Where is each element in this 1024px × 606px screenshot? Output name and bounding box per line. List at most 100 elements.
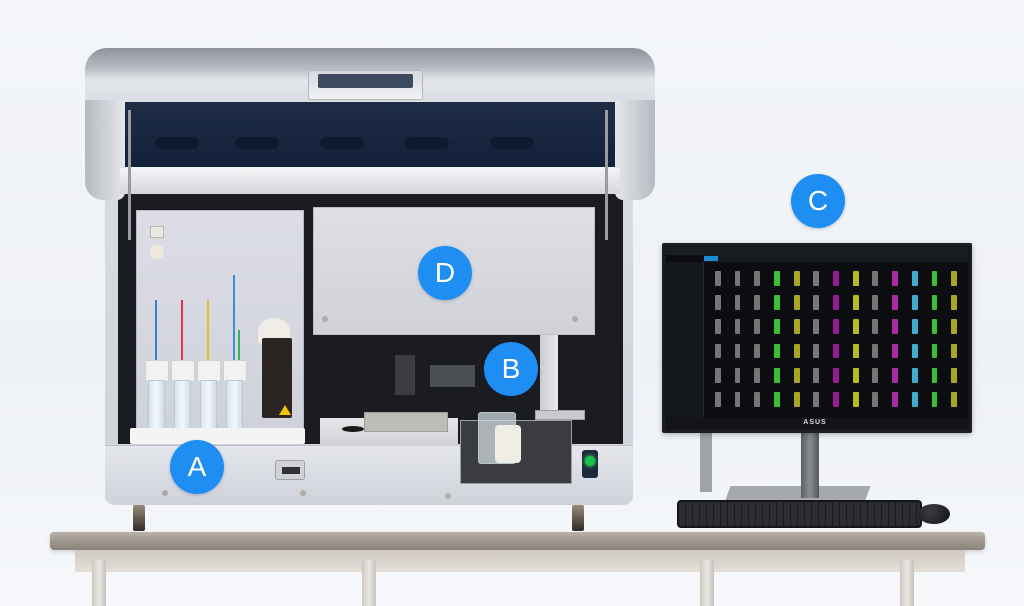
grid-cell-bar (754, 343, 761, 359)
callout-d: D (418, 246, 472, 300)
grid-cell-bar (714, 343, 721, 359)
monitor-stand (801, 432, 819, 498)
lid-vent (490, 137, 534, 149)
reagent-tube-yellow (207, 300, 209, 360)
keyboard[interactable] (677, 500, 922, 528)
sample-stage-plate[interactable] (364, 412, 448, 432)
grid-cell-bar (951, 319, 958, 335)
bench-leg (92, 560, 106, 606)
app-sidebar[interactable] (666, 262, 704, 417)
mechanism-part (395, 355, 415, 395)
bench-apron (75, 550, 965, 572)
clamp-arm (535, 410, 585, 420)
grid-cell-bar (754, 319, 761, 335)
grid-cell-bar (813, 367, 820, 383)
grid-cell-bar (892, 295, 899, 311)
lid-strut (605, 110, 608, 240)
reagent-bottle[interactable] (174, 380, 191, 432)
reagent-bottle[interactable] (200, 380, 217, 432)
app-active-tab[interactable] (704, 256, 718, 261)
grid-cell-bar (714, 367, 721, 383)
callout-c: C (791, 174, 845, 228)
grid-cell-bar (911, 319, 918, 335)
screw (445, 493, 451, 499)
grid-cell-bar (793, 271, 800, 286)
leveling-foot (572, 505, 584, 531)
grid-cell-bar (734, 319, 741, 335)
grid-cell-bar (793, 343, 800, 359)
grid-cell-bar (872, 295, 879, 311)
grid-cell-bar (813, 391, 820, 407)
lid-side-right (615, 100, 655, 200)
reagent-bottle[interactable] (226, 380, 243, 432)
bottle-cap (223, 360, 247, 382)
mechanism-part (430, 365, 475, 387)
lid-vent (405, 137, 449, 149)
grid-cell-bar (852, 319, 859, 335)
grid-cell-bar (793, 367, 800, 383)
grid-cell-bar (852, 343, 859, 359)
grid-cell-bar (911, 271, 918, 286)
grid-cell-bar (773, 391, 780, 407)
monitor-base (725, 486, 871, 500)
reagent-bottle[interactable] (148, 380, 165, 432)
grid-cell-bar (833, 319, 839, 335)
mouse[interactable] (918, 504, 950, 524)
grid-cell-bar (793, 391, 800, 407)
grid-cell-bar (734, 295, 741, 311)
bench-leg (362, 560, 376, 606)
grid-cell-bar (833, 271, 839, 286)
grid-cell-bar (754, 295, 761, 311)
bottle-cap (171, 360, 195, 382)
callout-label: B (501, 353, 521, 384)
grid-cell-bar (892, 271, 899, 286)
grid-cell-bar (793, 319, 800, 335)
grid-cell-bar (773, 343, 780, 359)
lid-handle-grip (318, 74, 413, 88)
sample-holder[interactable] (495, 425, 521, 463)
grid-cell-bar (931, 271, 938, 286)
syringe-pump (262, 338, 292, 418)
grid-cell-bar (931, 343, 938, 359)
grid-cell-bar (852, 295, 859, 311)
grid-cell-bar (931, 391, 938, 407)
grid-cell-bar (773, 295, 780, 311)
grid-cell-bar (872, 343, 879, 359)
bench-top (50, 532, 985, 550)
grid-cell-bar (714, 391, 721, 407)
monitor-arm (700, 432, 712, 492)
grid-cell-bar (852, 271, 859, 286)
grid-cell-bar (714, 271, 721, 286)
lid-vent (235, 137, 279, 149)
grid-cell-bar (793, 295, 800, 311)
grid-cell-bar (872, 391, 879, 407)
grid-cell-bar (931, 367, 938, 383)
grid-cell-bar (892, 319, 899, 335)
grid-cell-bar (833, 367, 839, 383)
reagent-tube-green (238, 330, 240, 360)
bottle-cap (145, 360, 169, 382)
callout-b: B (484, 342, 538, 396)
grid-cell-bar (951, 271, 958, 286)
grid-cell-bar (872, 319, 879, 335)
grid-cell-bar (714, 295, 721, 311)
bench-leg (900, 560, 914, 606)
usb-port[interactable] (275, 460, 305, 480)
grid-cell-bar (872, 271, 879, 286)
bottle-cap (197, 360, 221, 382)
screw (322, 316, 328, 322)
power-indicator-icon (585, 456, 595, 466)
grid-cell-bar (833, 343, 839, 359)
grid-cell-bar (754, 271, 761, 286)
lid-side-left (85, 100, 125, 200)
grid-cell-bar (931, 319, 938, 335)
grid-cell-bar (773, 319, 780, 335)
grid-cell-bar (813, 271, 820, 286)
grid-cell-bar (813, 295, 820, 311)
grid-cell-bar (734, 367, 741, 383)
grid-cell-bar (833, 391, 839, 407)
valve-knob[interactable] (150, 245, 164, 259)
grid-cell-bar (951, 391, 958, 407)
grid-cell-bar (951, 343, 958, 359)
grid-cell-bar (813, 343, 820, 359)
